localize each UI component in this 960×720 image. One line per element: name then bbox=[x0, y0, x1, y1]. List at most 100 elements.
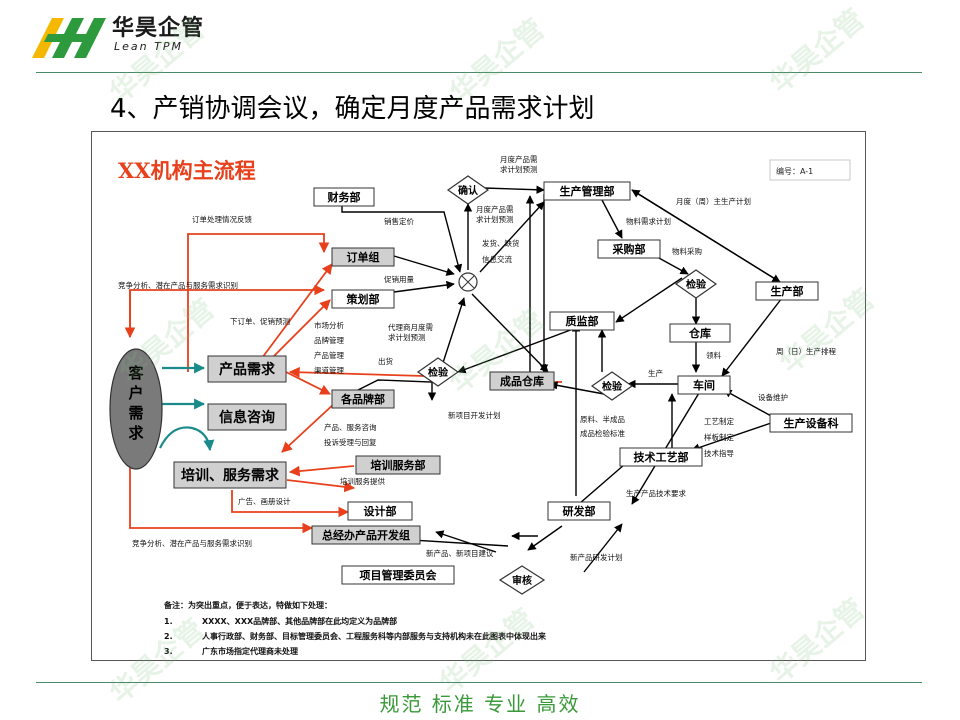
label-new-project: 新项目开发计划 bbox=[448, 410, 501, 420]
doc-number: 编号：A-1 bbox=[776, 166, 813, 176]
training-demand-node bbox=[173, 461, 287, 489]
svg-text:客: 客 bbox=[127, 364, 144, 382]
note-1-index: 1. bbox=[164, 617, 173, 626]
production-mgmt-label: 生产管理部 bbox=[560, 184, 615, 198]
label-competition-bottom: 竞争分析、潜在产品与服务需求识别 bbox=[132, 538, 252, 548]
rnd-dept-node bbox=[547, 501, 611, 521]
project-committee-label: 项目管理委员会 bbox=[360, 568, 438, 582]
brand-tagline: Lean TPM bbox=[114, 40, 183, 53]
workshop-label: 车间 bbox=[693, 378, 715, 392]
note-3: 广东市场指定代理商未处理 bbox=[202, 646, 298, 656]
label-promo-material: 促销用量 bbox=[384, 274, 414, 284]
label-monthly-demand-top-1: 月度产品需 bbox=[500, 154, 538, 164]
label-tech-req: 生产产品技术要求 bbox=[626, 488, 686, 498]
gm-dev-group-label: 总经办产品开发组 bbox=[322, 528, 410, 542]
brand-name: 华昊企管 bbox=[112, 16, 205, 41]
planning-dept-label: 策划部 bbox=[346, 292, 380, 306]
production-dept-label: 生产部 bbox=[771, 284, 804, 298]
purchasing-dept-node bbox=[597, 239, 661, 259]
purchasing-dept-label: 采购部 bbox=[612, 242, 646, 256]
watermark: 华昊企管 bbox=[763, 2, 871, 100]
inspect-mid-decision-node bbox=[590, 371, 634, 401]
process-flowchart: XX机构主流程 编号：A-1 bbox=[109, 154, 853, 656]
inspect-top-label: 检验 bbox=[686, 278, 707, 291]
label-equipment-maint: 设备维护 bbox=[758, 392, 788, 402]
label-brand-mgmt: 品牌管理 bbox=[314, 335, 344, 345]
warehouse-node bbox=[669, 323, 731, 343]
process-diagram: XX机构主流程 编号：A-1 bbox=[91, 131, 866, 661]
label-daily-schedule: 周（日）生产排程 bbox=[776, 346, 836, 356]
finished-warehouse-node bbox=[489, 371, 555, 391]
label-sample-spec: 样板制定 bbox=[704, 432, 734, 442]
label-product-mgmt: 产品管理 bbox=[314, 350, 344, 360]
customer-demand-node bbox=[109, 348, 163, 470]
workshop-node bbox=[677, 375, 731, 395]
label-ad-design: 广告、画册设计 bbox=[238, 496, 291, 506]
diagram-notes: 备注：为突出重点，便于表达，特做如下处理： 1. XXXX、XXX品牌部、其他品… bbox=[163, 600, 547, 656]
label-service-consult: 产品、服务咨询 bbox=[324, 422, 377, 432]
label-tech-guide: 技术指导 bbox=[704, 448, 734, 458]
note-2-index: 2. bbox=[164, 632, 173, 641]
label-new-product-suggest: 新产品、新项目建议 bbox=[426, 548, 494, 558]
label-monthly-demand-top-2: 求计划预测 bbox=[500, 164, 538, 174]
slide-title: 4、产销协调会议，确定月度产品需求计划 bbox=[110, 94, 595, 124]
label-training-provide: 培训服务提供 bbox=[340, 476, 385, 486]
note-1: XXXX、XXX品牌部、其他品牌部在此均定义为品牌部 bbox=[202, 616, 397, 626]
label-order-feedback: 订单处理情况反馈 bbox=[192, 214, 252, 224]
teal-flow-lines bbox=[159, 362, 215, 452]
product-demand-node bbox=[207, 355, 287, 383]
design-dept-label: 设计部 bbox=[364, 504, 397, 518]
info-consult-label: 信息咨询 bbox=[219, 409, 275, 426]
label-material-pick: 领料 bbox=[706, 350, 721, 360]
quality-dept-label: 质监部 bbox=[566, 314, 599, 328]
label-material-purchase: 物料采购 bbox=[672, 246, 702, 256]
production-mgmt-node bbox=[543, 181, 631, 201]
label-inspection-std: 成品检验标准 bbox=[580, 428, 625, 438]
finished-warehouse-label: 成品仓库 bbox=[500, 374, 544, 388]
label-monthly-demand-mid-2: 求计划预测 bbox=[476, 214, 514, 224]
label-competition-top: 竞争分析、潜在产品与服务需求识别 bbox=[118, 280, 238, 290]
training-service-node bbox=[355, 455, 441, 475]
doc-number-box bbox=[769, 159, 851, 181]
process-dept-label: 技术工艺部 bbox=[634, 450, 689, 464]
label-market-analysis: 市场分析 bbox=[314, 320, 344, 330]
finance-dept-node bbox=[313, 187, 375, 207]
gm-dev-group-node bbox=[311, 525, 421, 545]
info-consult-node bbox=[207, 403, 287, 431]
label-agent-forecast-1: 代理商月度需 bbox=[388, 322, 433, 332]
brand-depts-node bbox=[331, 389, 395, 409]
planning-dept-node bbox=[331, 289, 395, 309]
label-process-spec: 工艺制定 bbox=[704, 416, 734, 426]
label-order-promo: 下订单、促销预测 bbox=[230, 316, 290, 326]
label-shipping: 出货 bbox=[378, 356, 393, 366]
label-monthly-prod-plan: 月度（周）主生产计划 bbox=[676, 196, 751, 206]
brand-depts-label: 各品牌部 bbox=[340, 392, 385, 406]
svg-text:需: 需 bbox=[128, 404, 143, 422]
training-demand-label: 培训、服务需求 bbox=[181, 467, 280, 484]
inspect-top-decision-node bbox=[674, 269, 718, 299]
note-2: 人事行政部、财务部、目标管理委员会、工程服务科等内部服务与支持机构未在此图表中体… bbox=[202, 631, 547, 641]
review-label: 审核 bbox=[512, 574, 532, 587]
label-sales-decision: 销售定价 bbox=[384, 216, 414, 226]
process-dept-node bbox=[619, 447, 703, 467]
inspect-left-decision-node bbox=[416, 357, 460, 387]
inspect-left-label: 检验 bbox=[428, 366, 449, 379]
footer-divider bbox=[36, 682, 922, 683]
label-complaint: 投诉受理与回复 bbox=[324, 437, 377, 447]
label-monthly-demand-mid-1: 月度产品需 bbox=[476, 204, 514, 214]
review-decision-node bbox=[498, 565, 546, 595]
footer-slogan: 规范 标准 专业 高效 bbox=[379, 692, 581, 716]
confirm-label: 确认 bbox=[458, 184, 479, 197]
notes-heading: 备注：为突出重点，便于表达，特做如下处理： bbox=[163, 600, 332, 610]
label-agent-forecast-2: 求计划预测 bbox=[388, 332, 426, 342]
project-committee-node bbox=[341, 565, 455, 585]
production-dept-node bbox=[755, 281, 819, 301]
order-group-node bbox=[331, 247, 395, 267]
note-3-index: 3. bbox=[164, 647, 173, 656]
inspect-mid-label: 检验 bbox=[602, 380, 623, 393]
lean-tpm-logo-icon bbox=[32, 18, 106, 58]
equipment-dept-node bbox=[769, 413, 853, 433]
svg-text:户: 户 bbox=[128, 384, 143, 402]
label-info-exchange: 信息交流 bbox=[482, 254, 512, 264]
label-produce: 生产 bbox=[648, 368, 663, 378]
